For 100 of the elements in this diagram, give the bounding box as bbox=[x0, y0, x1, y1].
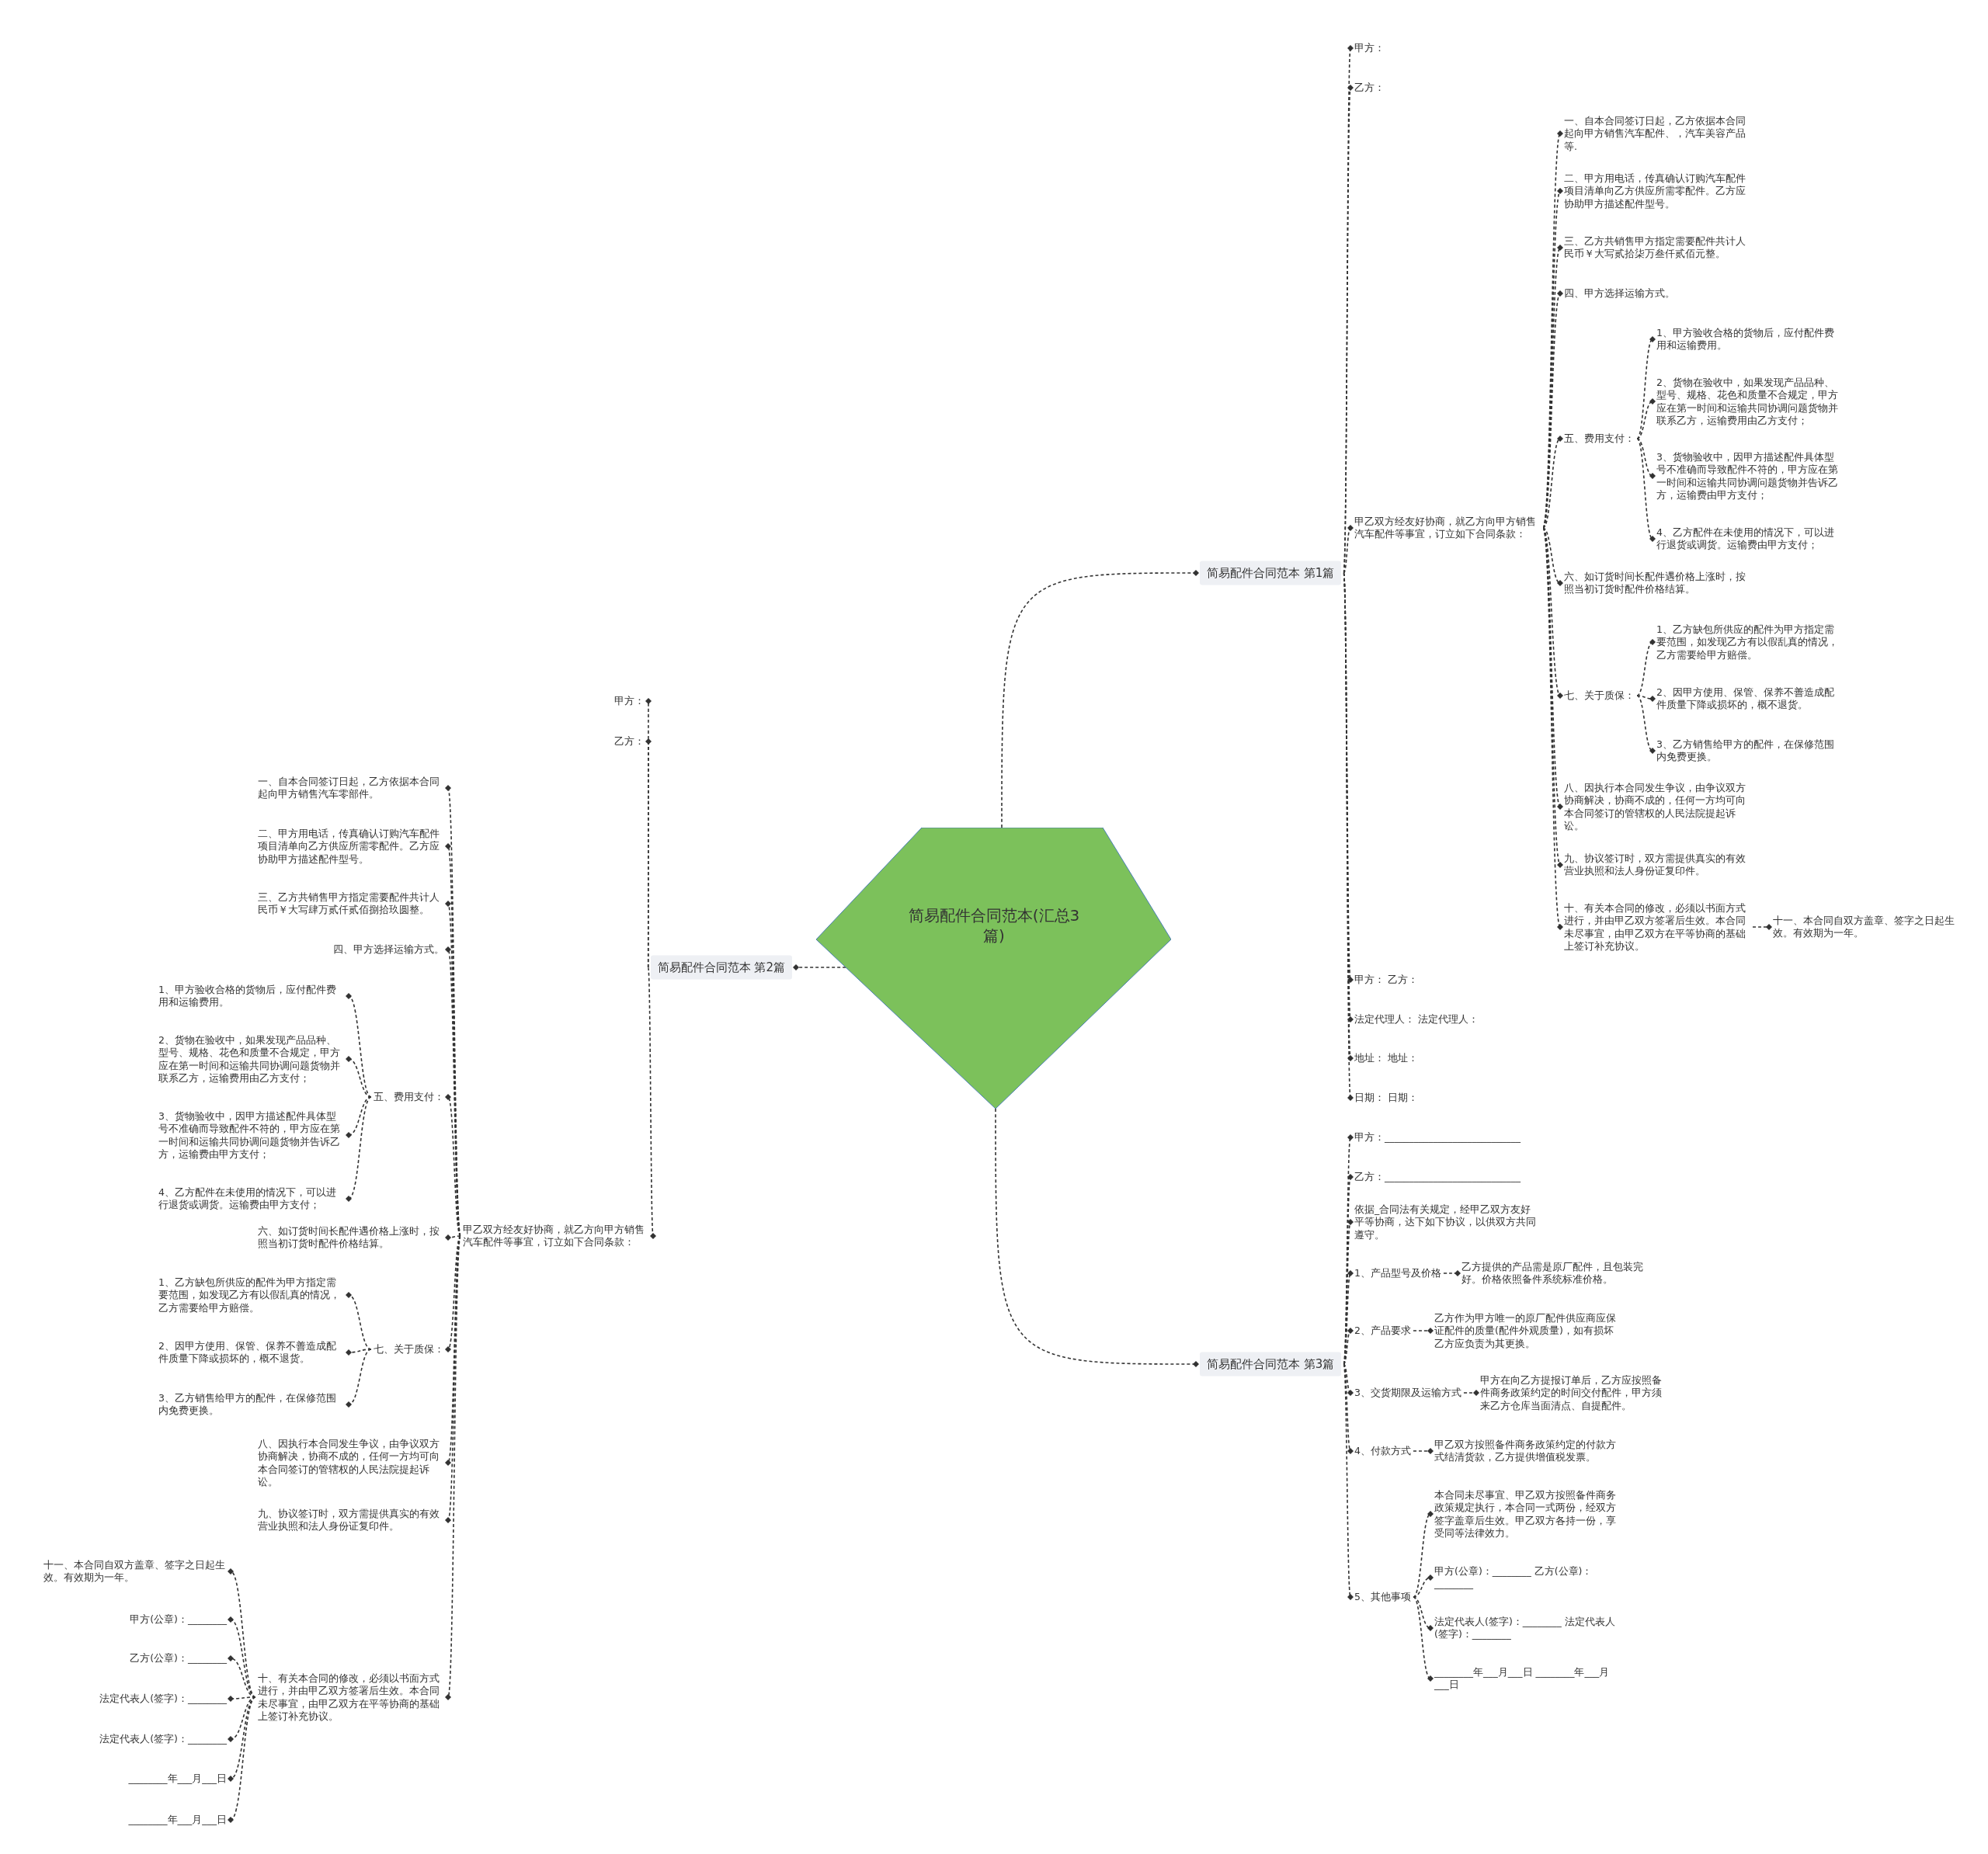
topic-text: 甲方在向乙方提报订单后，乙方应按照备件商务政策约定的时间交付配件，甲方须来乙方仓库当面清点、自提配件。 bbox=[1480, 1373, 1667, 1412]
dashed-connector bbox=[346, 1349, 372, 1356]
branch-topic: 简易配件合同范本 第2篇 bbox=[650, 955, 792, 980]
topic-text: 十一、本合同自双方盖章、签字之日起生效。有效期为一年。 bbox=[1773, 914, 1967, 940]
topic-text: 3、乙方销售给甲方的配件，在保修范围内免费更换。 bbox=[1656, 738, 1843, 764]
topic-text: 法定代理人： 法定代理人： bbox=[1354, 1012, 1479, 1026]
dashed-connector bbox=[1343, 1270, 1354, 1365]
dashed-connector bbox=[1542, 436, 1562, 529]
dashed-connector bbox=[346, 1056, 372, 1098]
topic-text: 3、货物验收中，因甲方描述配件具体型号不准确而导致配件不符的，甲方应在第一时间和运输共同协调问题货物并告诉乙方，运输费由甲方支付； bbox=[1656, 450, 1843, 502]
dashed-connector bbox=[445, 1235, 461, 1700]
topic-text: 九、协议签订时，双方需提供真实的有效营业执照和法人身份证复印件。 bbox=[258, 1507, 444, 1533]
dashed-connector bbox=[1636, 639, 1656, 696]
branch-topic: 简易配件合同范本 第3篇 bbox=[1200, 1352, 1342, 1377]
dashed-connector bbox=[1343, 1219, 1354, 1365]
dashed-connector bbox=[1463, 1390, 1479, 1396]
dashed-connector bbox=[228, 1616, 256, 1698]
topic-text: 5、其他事项 bbox=[1354, 1590, 1411, 1604]
dashed-connector bbox=[228, 1696, 256, 1742]
dashed-connector bbox=[346, 1349, 372, 1408]
topic-text: 2、因甲方使用、保管、保养不善造成配件质量下降或损坏的，概不退货。 bbox=[1656, 686, 1843, 712]
topic-text: 二、甲方用电话，传真确认订购汽车配件项目清单向乙方供应所需零配件。乙方应协助甲方描述配件型号。 bbox=[258, 827, 444, 866]
topic-text: ________年___月___日 bbox=[128, 1813, 227, 1827]
topic-text: 四、甲方选择运输方式。 bbox=[333, 943, 444, 957]
topic-text: 三、乙方共销售甲方指定需要配件共计人民币￥大写肆万贰仟贰佰捌拾玖圆整。 bbox=[258, 891, 444, 917]
topic-text: 乙方提供的产品需是原厂配件，且包装完好。价格依照备件系统标准价格。 bbox=[1461, 1260, 1648, 1286]
dashed-connector bbox=[445, 1094, 461, 1237]
dashed-connector bbox=[1542, 290, 1563, 529]
topic-text: 2、货物在验收中，如果发现产品品种、型号、规格、花色和质量不合规定，甲方应在第一时间和运输共同协调问题货物并联系乙方，运输费用由乙方支付； bbox=[1656, 376, 1843, 427]
topic-text: 3、乙方销售给甲方的配件，在保修范围内免费更换。 bbox=[158, 1391, 345, 1418]
dashed-connector bbox=[1343, 1363, 1354, 1600]
dashed-connector bbox=[1413, 1596, 1434, 1631]
dashed-connector bbox=[1413, 1448, 1434, 1454]
topic-text: 甲方(公章)：________ bbox=[130, 1613, 227, 1627]
topic-text: 本合同未尽事宜、甲乙双方按照备件商务政策规定执行，本合同一式两份，经双方签字盖章后生效。甲乙双方各持一份，享受同等法律效力。 bbox=[1434, 1488, 1621, 1540]
dashed-connector bbox=[228, 1696, 256, 1823]
topic-text: 乙方(公章)：________ bbox=[130, 1651, 227, 1665]
central-topic: 简易配件合同范本(汇总3篇) bbox=[908, 905, 1080, 946]
dashed-connector bbox=[346, 993, 372, 1098]
dashed-connector bbox=[346, 1096, 372, 1202]
topic-text: 甲方： 乙方： bbox=[1354, 973, 1418, 987]
topic-text: 甲方： bbox=[1354, 41, 1385, 55]
topic-text: 1、乙方缺包所供应的配件为甲方指定需要范围，如发现乙方有以假乱真的情况，乙方需要给甲方赔偿。 bbox=[1656, 623, 1843, 661]
topic-text: 二、甲方用电话，传真确认订购汽车配件项目清单向乙方供应所需零配件。乙方应协助甲方描述配件型号。 bbox=[1564, 172, 1750, 210]
dashed-connector bbox=[1443, 1270, 1461, 1276]
topic-text: 甲乙双方经友好协商，就乙方向甲方销售汽车配件等事宜，订立如下合同条款： bbox=[1354, 515, 1541, 541]
dashed-connector bbox=[1343, 1363, 1354, 1396]
topic-text: 乙方：____________________________ bbox=[1354, 1170, 1521, 1184]
topic-text: 三、乙方共销售甲方指定需要配件共计人民币￥大写贰拾柒万叁仟贰佰元整。 bbox=[1564, 234, 1750, 261]
topic-text: 八、因执行本合同发生争议，由争议双方协商解决，协商不成的，任何一方均可向本合同签订的管辖权的人民法院提起诉讼。 bbox=[1564, 781, 1750, 832]
dashed-connector bbox=[1413, 1596, 1434, 1682]
dashed-connector bbox=[1636, 695, 1656, 702]
topic-text: 1、乙方缺包所供应的配件为甲方指定需要范围，如发现乙方有以假乱真的情况，乙方需要给甲方赔偿。 bbox=[158, 1276, 345, 1314]
topic-text: 六、如订货时间长配件遇价格上涨时，按照当初订货时配件价格结算。 bbox=[1564, 570, 1750, 596]
topic-text: 法定代表人(签字)：________ 法定代表人(签字)：________ bbox=[1434, 1615, 1621, 1641]
topic-text: 十、有关本合同的修改，必须以书面方式进行，并由甲乙双方签署后生效。本合同未尽事宜，由甲乙双方在平等协商的基础上签订补充协议。 bbox=[258, 1672, 444, 1723]
topic-text: 五、费用支付： bbox=[1564, 432, 1635, 446]
dashed-connector bbox=[1636, 398, 1656, 439]
topic-text: 法定代表人(签字)：________ bbox=[99, 1732, 227, 1746]
dashed-connector bbox=[1636, 695, 1656, 754]
dashed-connector bbox=[1636, 438, 1656, 479]
dashed-connector bbox=[346, 1292, 372, 1350]
topic-text: 乙方作为甲方唯一的原厂配件供应商应保证配件的质量(配件外观质量)，如有损坏乙方应负责为其更换。 bbox=[1434, 1311, 1621, 1350]
topic-text: 七、关于质保： bbox=[1564, 689, 1635, 703]
dashed-connector bbox=[1542, 527, 1563, 810]
dashed-connector bbox=[445, 1234, 461, 1241]
topic-text: 八、因执行本合同发生争议，由争议双方协商解决，协商不成的，任何一方均可向本合同签订的管辖权的人民法院提起诉讼。 bbox=[258, 1437, 444, 1488]
dashed-connector bbox=[445, 1235, 461, 1523]
topic-text: 3、交货期限及运输方式 bbox=[1354, 1386, 1461, 1400]
topic-text: 乙方： bbox=[614, 734, 645, 748]
topic-text: 四、甲方选择运输方式。 bbox=[1564, 286, 1675, 300]
topic-text: 六、如订货时间长配件遇价格上涨时，按照当初订货时配件价格结算。 bbox=[258, 1224, 444, 1251]
dashed-connector bbox=[1413, 1575, 1434, 1598]
topic-text: 4、乙方配件在未使用的情况下，可以进行退货或调货。运输费由甲方支付； bbox=[158, 1186, 345, 1212]
topic-text: 1、甲方验收合格的货物后，应付配件费用和运输费用。 bbox=[1656, 326, 1843, 352]
dashed-connector bbox=[1001, 570, 1199, 828]
dashed-connector bbox=[995, 1108, 1199, 1367]
dashed-connector bbox=[1542, 527, 1563, 699]
topic-text: 法定代表人(签字)：________ bbox=[99, 1692, 227, 1706]
branch-topic: 简易配件合同范本 第1篇 bbox=[1200, 561, 1342, 585]
topic-text: 九、协议签订时，双方需提供真实的有效营业执照和法人身份证复印件。 bbox=[1564, 852, 1750, 878]
topic-text: 七、关于质保： bbox=[374, 1342, 444, 1356]
dashed-connector bbox=[1542, 527, 1563, 930]
topic-text: 甲方(公章)：________ 乙方(公章)：________ bbox=[1434, 1564, 1621, 1591]
topic-text: 十、有关本合同的修改，必须以书面方式进行，并由甲乙双方签署后生效。本合同未尽事宜，由甲乙双方在平等协商的基础上签订补充协议。 bbox=[1564, 901, 1750, 953]
topic-text: 日期： 日期： bbox=[1354, 1091, 1418, 1105]
topic-text: 2、因甲方使用、保管、保养不善造成配件质量下降或损坏的，概不退货。 bbox=[158, 1339, 345, 1366]
dashed-connector bbox=[1542, 527, 1563, 586]
topic-text: 1、产品型号及价格 bbox=[1354, 1266, 1441, 1280]
topic-text: 2、货物在验收中，如果发现产品品种、型号、规格、花色和质量不合规定，甲方应在第一时间和运输共同协调问题货物并联系乙方，运输费用由乙方支付； bbox=[158, 1033, 345, 1085]
dashed-connector bbox=[1343, 1363, 1354, 1454]
dashed-connector bbox=[445, 1235, 461, 1352]
topic-text: 一、自本合同签订日起，乙方依据本合同起向甲方销售汽车配件、，汽车美容产品等. bbox=[1564, 114, 1750, 153]
topic-text: 甲方：____________________________ bbox=[1354, 1130, 1521, 1144]
dashed-connector bbox=[228, 1568, 256, 1698]
topic-text: 十一、本合同自双方盖章、签字之日起生效。有效期为一年。 bbox=[43, 1558, 227, 1585]
topic-text: 地址： 地址： bbox=[1354, 1051, 1418, 1065]
topic-text: 甲乙双方经友好协商，就乙方向甲方销售汽车配件等事宜，订立如下合同条款： bbox=[463, 1223, 649, 1249]
topic-text: 依据_合同法有关规定，经甲乙双方友好平等协商，达下如下协议，以供双方共同遵守。 bbox=[1354, 1203, 1538, 1241]
dashed-connector bbox=[346, 1096, 372, 1138]
